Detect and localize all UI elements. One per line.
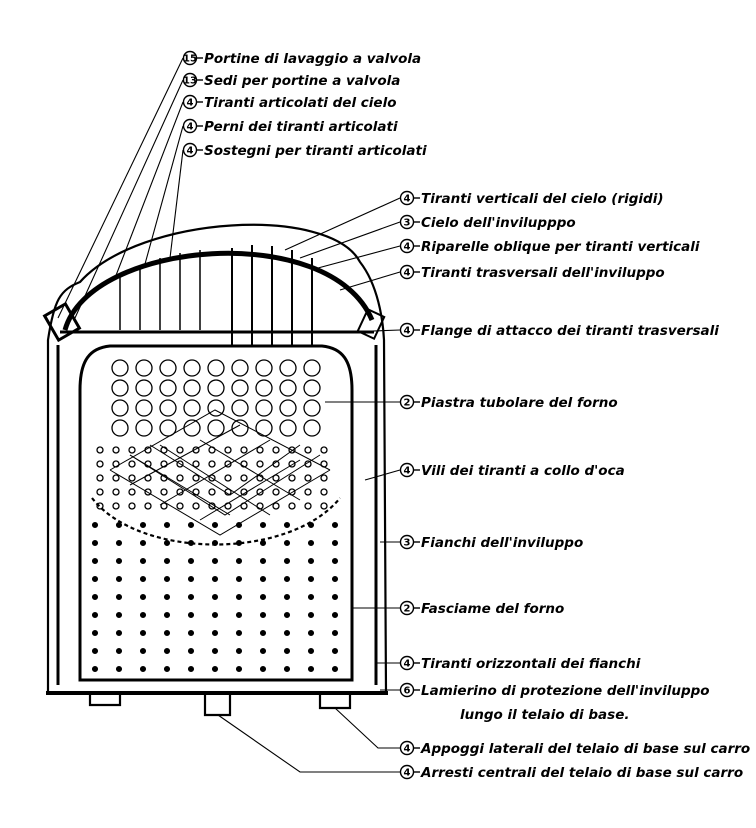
callout-number: 4 xyxy=(187,122,194,133)
base-support-left xyxy=(88,693,122,707)
label-l15: 4 Tiranti orizzontali dei fianchi xyxy=(399,655,641,672)
callout-text: Sedi per portine a valvola xyxy=(204,73,400,89)
callout-number: 4 xyxy=(404,466,411,477)
callout-number: 2 xyxy=(404,398,411,409)
callout-text: Sostegni per tiranti articolati xyxy=(204,143,427,159)
label-l02: 13 Sedi per portine a valvola xyxy=(182,72,400,89)
callout-number: 4 xyxy=(404,659,411,670)
callout-number-circle xyxy=(399,534,415,550)
callout-number-circle xyxy=(399,600,415,616)
callout-number-circle xyxy=(399,238,415,254)
base-support-center xyxy=(203,693,232,717)
callout-text: Tiranti trasversali dell'inviluppo xyxy=(421,265,665,281)
callout-number-circle xyxy=(182,50,198,66)
callout-number-circle xyxy=(182,118,198,134)
callout-text: Tiranti verticali del cielo (rigidi) xyxy=(421,191,664,207)
callout-text: Arresti centrali del telaio di base sul … xyxy=(420,765,743,781)
callout-number: 4 xyxy=(187,98,194,109)
articulated-crown-stays xyxy=(119,250,201,330)
callout-number: 4 xyxy=(187,146,194,157)
callout-number: 15 xyxy=(183,54,197,65)
callout-text: Portine di lavaggio a valvola xyxy=(204,51,421,67)
outer-envelope xyxy=(46,223,388,695)
callout-number-circle xyxy=(399,322,415,338)
callout-number: 13 xyxy=(183,76,197,87)
callout-number-circle xyxy=(182,94,198,110)
callout-text: Flange di attacco dei tiranti trasversal… xyxy=(421,323,719,339)
callout-text: Riparelle oblique per tiranti verticali xyxy=(421,239,700,255)
callout-number: 6 xyxy=(404,686,411,697)
callout-number-circle xyxy=(399,682,415,698)
label-l17: 4 Appoggi laterali del telaio di base sul… xyxy=(399,740,750,757)
callout-number-circle xyxy=(182,72,198,88)
label-l09: 4 Tiranti trasversali dell'inviluppo xyxy=(399,264,665,281)
label-l11: 2 Piastra tubolare del forno xyxy=(399,394,618,411)
callout-text: Appoggi laterali del telaio di base sul … xyxy=(420,741,750,757)
callout-number-circle xyxy=(399,740,415,756)
callout-number: 4 xyxy=(404,326,411,337)
label-l06: 4 Tiranti verticali del cielo (rigidi) xyxy=(399,190,664,207)
label-l16: 6 Lamierino di protezione dell'inviluppo xyxy=(399,682,710,699)
callout-number: 4 xyxy=(404,268,411,279)
callout-number: 4 xyxy=(404,194,411,205)
callout-text-continuation: lungo il telaio di base. xyxy=(460,707,629,723)
callout-number-circle xyxy=(399,764,415,780)
callout-text: Tiranti articolati del cielo xyxy=(204,95,396,111)
callout-number-circle xyxy=(399,394,415,410)
washout-plug xyxy=(42,301,82,343)
vertical-crown-stays xyxy=(231,245,313,345)
stay-bolt-pattern xyxy=(91,359,339,673)
callout-number-circle xyxy=(399,264,415,280)
callout-number: 3 xyxy=(404,218,411,229)
callout-text: Fasciame del forno xyxy=(421,601,564,617)
flange-right xyxy=(356,307,386,341)
label-l08: 4 Riparelle oblique per tiranti verticali xyxy=(399,238,700,255)
callout-text: Tiranti orizzontali dei fianchi xyxy=(421,656,641,672)
label-l04: 4 Perni dei tiranti articolati xyxy=(182,118,398,135)
callout-text: Cielo dell'invilupppo xyxy=(421,215,576,231)
diamond-stay-mesh xyxy=(109,409,331,536)
callout-number: 4 xyxy=(404,744,411,755)
callout-number-circle xyxy=(399,190,415,206)
label-l01: 15 Portine di lavaggio a valvola xyxy=(182,50,421,67)
callout-text: Vili dei tiranti a collo d'oca xyxy=(421,463,625,479)
envelope-crown xyxy=(62,250,375,331)
firebox-wrapper xyxy=(78,344,354,682)
leader-lines xyxy=(57,57,401,773)
label-l05: 4 Sostegni per tiranti articolati xyxy=(182,142,427,159)
callout-text: Fianchi dell'inviluppo xyxy=(421,535,583,551)
callout-number: 2 xyxy=(404,604,411,615)
callout-number-circle xyxy=(182,142,198,158)
callout-text: Perni dei tiranti articolati xyxy=(204,119,398,135)
base-support-right xyxy=(318,693,352,710)
callout-text: Piastra tubolare del forno xyxy=(421,395,618,411)
label-l03: 4 Tiranti articolati del cielo xyxy=(182,94,396,111)
callout-number: 4 xyxy=(404,768,411,779)
label-l07: 3 Cielo dell'invilupppo xyxy=(399,214,576,231)
label-l14: 2 Fasciame del forno xyxy=(399,600,564,617)
callout-text: Lamierino di protezione dell'inviluppo xyxy=(421,683,710,699)
label-l12: 4 Vili dei tiranti a collo d'oca xyxy=(399,462,625,479)
label-l10: 4 Flange di attacco dei tiranti trasversa… xyxy=(399,322,719,339)
callout-number: 3 xyxy=(404,538,411,549)
callout-number-circle xyxy=(399,655,415,671)
label-l13: 3 Fianchi dell'inviluppo xyxy=(399,534,583,551)
callout-number-circle xyxy=(399,462,415,478)
label-l18: 4 Arresti centrali del telaio di base sul… xyxy=(399,764,743,781)
callout-number-circle xyxy=(399,214,415,230)
callout-number: 4 xyxy=(404,242,411,253)
